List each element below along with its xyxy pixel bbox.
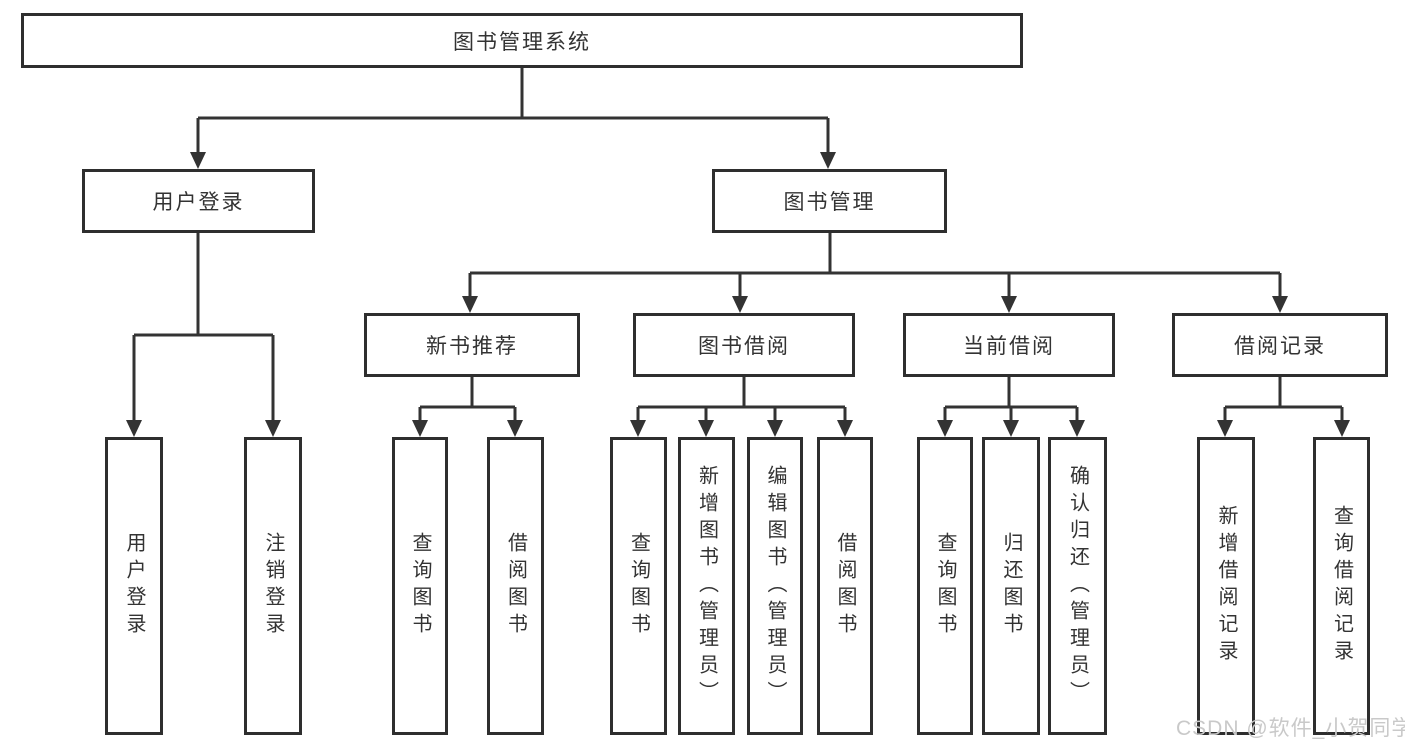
leaf-user-login: 用户登录 xyxy=(105,437,163,735)
leaf-borrow-books-newbook-label: 借阅图书 xyxy=(504,532,527,640)
leaf-confirm-return-admin-label: 确认归还（管理员） xyxy=(1066,464,1089,708)
node-root-label: 图书管理系统 xyxy=(453,30,591,54)
leaf-query-borrow-record: 查询借阅记录 xyxy=(1313,437,1370,735)
leaf-add-book-admin-label: 新增图书（管理员） xyxy=(695,464,718,708)
node-book-management: 图书管理 xyxy=(712,169,947,233)
node-book-borrowing-label: 图书借阅 xyxy=(698,335,790,358)
leaf-query-books-newbook: 查询图书 xyxy=(392,437,448,735)
node-current-borrowing-label: 当前借阅 xyxy=(963,335,1055,358)
node-new-book-recommend: 新书推荐 xyxy=(364,313,580,377)
leaf-logout: 注销登录 xyxy=(244,437,302,735)
node-root: 图书管理系统 xyxy=(21,13,1023,68)
leaf-add-book-admin: 新增图书（管理员） xyxy=(678,437,735,735)
node-user-login-label: 用户登录 xyxy=(152,191,245,214)
leaf-add-borrow-record: 新增借阅记录 xyxy=(1197,437,1255,735)
node-book-borrowing: 图书借阅 xyxy=(633,313,855,377)
leaf-query-books-borrow: 查询图书 xyxy=(610,437,667,735)
leaf-user-login-label: 用户登录 xyxy=(123,532,145,640)
leaf-return-book: 归还图书 xyxy=(982,437,1040,735)
leaf-logout-label: 注销登录 xyxy=(262,532,284,640)
node-current-borrowing: 当前借阅 xyxy=(903,313,1115,377)
leaf-query-books-borrow-label: 查询图书 xyxy=(627,532,650,640)
node-borrowing-records: 借阅记录 xyxy=(1172,313,1388,377)
node-book-management-label: 图书管理 xyxy=(783,191,876,214)
leaf-confirm-return-admin: 确认归还（管理员） xyxy=(1048,437,1107,735)
leaf-query-books-current: 查询图书 xyxy=(917,437,973,735)
leaf-borrow-books-label: 借阅图书 xyxy=(834,532,856,640)
leaf-return-book-label: 归还图书 xyxy=(1000,532,1022,640)
csdn-watermark: CSDN @软件_小贺同学 xyxy=(1176,717,1405,740)
leaf-edit-book-admin: 编辑图书（管理员） xyxy=(747,437,803,735)
node-new-book-recommend-label: 新书推荐 xyxy=(426,335,518,358)
node-user-login: 用户登录 xyxy=(82,169,315,233)
leaf-query-books-current-label: 查询图书 xyxy=(934,532,956,640)
node-borrowing-records-label: 借阅记录 xyxy=(1234,335,1326,358)
leaf-borrow-books-newbook: 借阅图书 xyxy=(487,437,544,735)
leaf-borrow-books: 借阅图书 xyxy=(817,437,873,735)
leaf-query-books-newbook-label: 查询图书 xyxy=(409,532,431,640)
leaf-edit-book-admin-label: 编辑图书（管理员） xyxy=(764,464,786,708)
leaf-add-borrow-record-label: 新增借阅记录 xyxy=(1215,505,1237,667)
leaf-query-borrow-record-label: 查询借阅记录 xyxy=(1330,505,1353,667)
